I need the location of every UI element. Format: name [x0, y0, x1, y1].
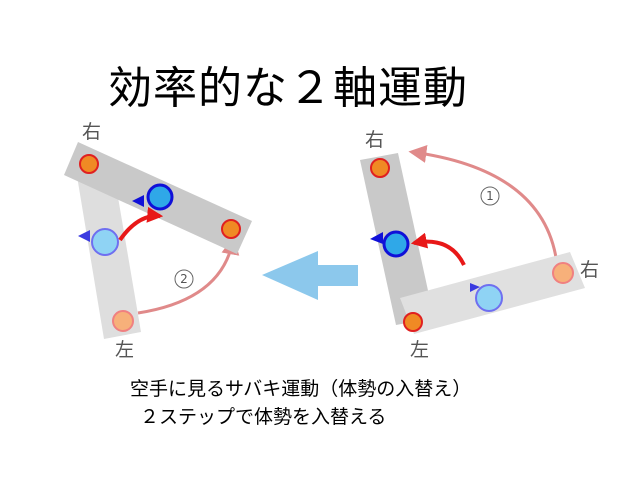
label-left-bottom: 左 — [115, 339, 134, 361]
shoulder-node-bottom — [403, 312, 423, 332]
rotation-arc-step-1 — [408, 145, 559, 265]
center-node-pointer — [370, 232, 383, 244]
step-2-numeral: 2 — [180, 272, 188, 286]
label-right-top: 右 — [365, 129, 384, 151]
thrust-arrow — [410, 232, 466, 266]
pale-node-right — [552, 262, 574, 284]
page-title: 効率的な２軸運動 — [108, 63, 468, 114]
shoulder-node-top — [79, 154, 99, 174]
rotation-arc-step-2 — [137, 236, 240, 315]
moving-node-pointer — [78, 230, 90, 242]
caption-line-2: ２ステップで体勢を入替える — [140, 406, 387, 428]
transition-arrow — [262, 251, 358, 300]
thrust-arrow — [118, 206, 164, 242]
step-1-numeral: 1 — [486, 189, 494, 203]
shoulder-node-right — [221, 219, 241, 239]
step-2-circle — [174, 269, 194, 289]
label-left-bottom: 左 — [410, 339, 429, 361]
center-node — [382, 230, 410, 258]
label-right-top: 右 — [82, 121, 101, 143]
center-node-pointer — [132, 195, 144, 207]
moving-node-pointer — [470, 283, 480, 292]
caption-line-1: 空手に見るサバキ運動（体勢の入替え） — [130, 378, 472, 400]
label-right-side: 右 — [580, 259, 599, 281]
initial-posture-diagram: 右 右 左 ① — [360, 129, 599, 361]
shoulder-node-top — [370, 158, 390, 178]
step-1-circle — [480, 186, 500, 206]
moving-node — [91, 228, 119, 256]
center-node — [146, 183, 174, 211]
switched-posture-diagram: 右 左 ② — [64, 121, 252, 361]
moving-node — [475, 284, 503, 312]
pale-node-bottom — [112, 310, 134, 332]
